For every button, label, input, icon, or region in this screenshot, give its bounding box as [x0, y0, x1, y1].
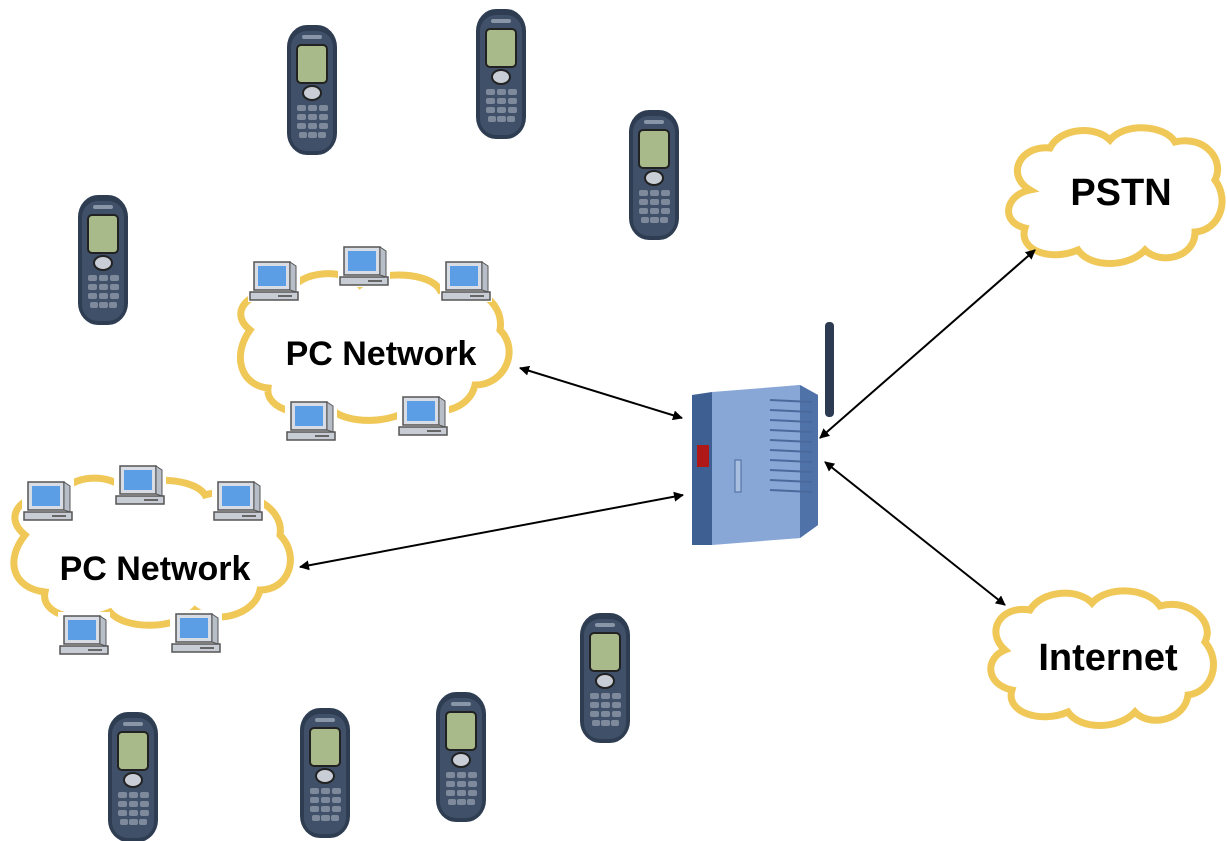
link-pc-network-top — [519, 365, 683, 421]
desktop-computer-icon — [247, 257, 301, 303]
mobile-phone-icon — [435, 691, 487, 823]
desktop-computer-icon — [113, 461, 167, 507]
mobile-phone-icon — [286, 24, 338, 156]
desktop-computer-icon — [439, 257, 493, 303]
pc-network-cloud-bottom: PC Network — [10, 461, 294, 657]
mobile-phone-icon — [628, 109, 680, 241]
link-pstn — [819, 249, 1036, 439]
pc-network-bottom-label: PC Network — [60, 550, 251, 588]
internet-label: Internet — [1038, 637, 1178, 679]
internet-cloud: Internet — [987, 587, 1217, 729]
desktop-computer-icon — [169, 609, 223, 655]
desktop-computer-icon — [284, 397, 338, 443]
pstn-label: PSTN — [1070, 172, 1171, 214]
pc-network-cloud-top: PC Network — [236, 242, 513, 443]
connection-lines — [299, 249, 1036, 606]
link-pc-network-bottom — [299, 491, 684, 571]
pstn-cloud: PSTN — [1005, 124, 1226, 267]
desktop-computer-icon — [21, 477, 75, 523]
link-internet — [824, 461, 1006, 606]
desktop-computer-icon — [337, 242, 391, 288]
mobile-phone-icon — [107, 711, 159, 841]
desktop-computer-icon — [57, 611, 111, 657]
pc-network-top-label: PC Network — [286, 335, 477, 373]
desktop-computer-icon — [211, 477, 265, 523]
mobile-phone-icon — [475, 8, 527, 140]
wireless-gateway-icon — [692, 322, 834, 545]
mobile-phone-icon — [77, 194, 129, 326]
mobile-phone-icon — [579, 612, 631, 744]
mobile-phone-icon — [299, 707, 351, 839]
desktop-computer-icon — [396, 392, 450, 438]
